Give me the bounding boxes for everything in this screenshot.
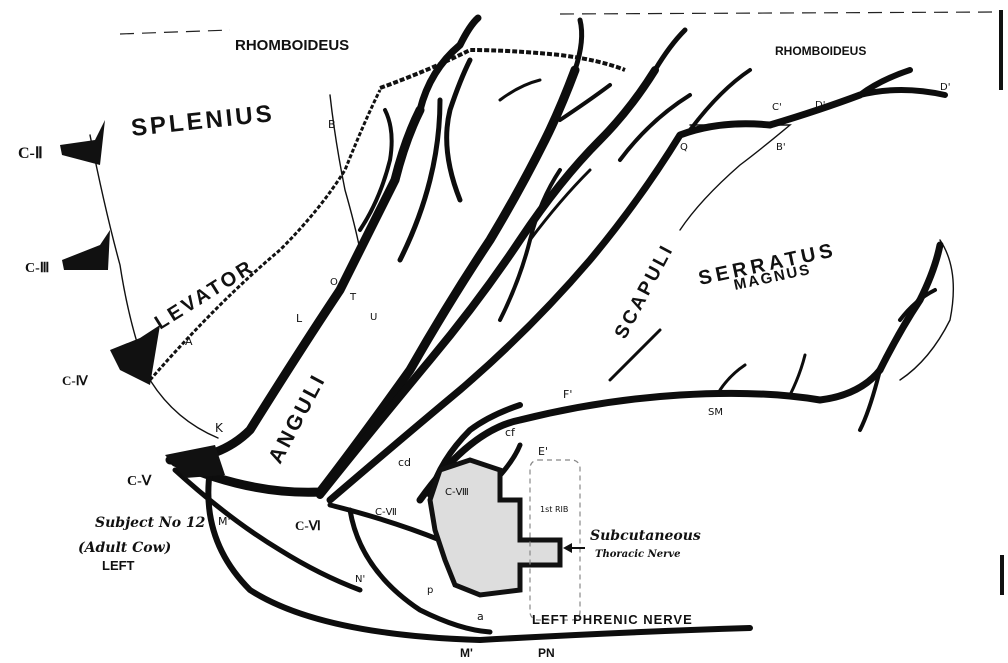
marker-a: a xyxy=(477,610,484,623)
marker-cd: cd xyxy=(398,456,411,469)
marker-T: T xyxy=(349,292,357,303)
subject-line3: LEFT xyxy=(102,558,135,573)
c5-label: C-Ⅴ xyxy=(127,474,152,489)
c7-label: C-Ⅶ xyxy=(375,507,397,518)
subject-line2: (Adult Cow) xyxy=(78,540,171,556)
c5-root-blob xyxy=(165,445,225,478)
marker-U: U xyxy=(370,312,377,323)
marker-E-prime: E' xyxy=(538,445,548,458)
subject-line1: Subject No 12 xyxy=(95,515,206,531)
subcutaneous-label-line2: Thoracic Nerve xyxy=(595,549,681,560)
marker-D-prime-2: D' xyxy=(940,82,950,93)
subcutaneous-label-line1: Subcutaneous xyxy=(590,528,701,544)
rhomboideus-right-label: RHOMBOIDEUS xyxy=(775,44,866,58)
marker-K: K xyxy=(215,421,224,435)
c4-root xyxy=(62,230,110,270)
phrenic-label: LEFT PHRENIC NERVE xyxy=(532,612,693,627)
marker-SM: SM xyxy=(708,407,723,418)
rhomboideus-border xyxy=(380,50,625,88)
splenius-label: SPLENIUS xyxy=(130,100,276,142)
marker-D-prime: D' xyxy=(815,100,825,111)
scapula-border-right xyxy=(680,125,790,230)
rhomboideus-left-label: RHOMBOIDEUS xyxy=(235,37,349,54)
marker-O: O xyxy=(330,277,338,288)
c3-label: C-Ⅲ xyxy=(25,261,49,276)
marker-L: L xyxy=(296,312,303,325)
marker-B: B xyxy=(328,118,336,131)
subcutaneous-thoracic-origin xyxy=(430,460,560,595)
c4-label: C-Ⅳ xyxy=(62,373,89,388)
scapuli-label: SCAPULI xyxy=(611,240,679,342)
subcutaneous-pointer-arrowhead xyxy=(563,543,572,553)
marker-M-prime: M' xyxy=(218,515,231,528)
marker-M-prime-bottom: M' xyxy=(460,646,473,660)
marker-B-prime: B' xyxy=(776,142,786,153)
c3-root xyxy=(60,120,105,165)
top-left-dashed-border xyxy=(120,30,230,34)
c-top-label: C-Ⅱ xyxy=(18,145,43,162)
marker-F-prime: F' xyxy=(563,388,572,401)
top-dashed-border xyxy=(560,12,1000,14)
marker-p: p xyxy=(427,585,433,596)
marker-Q: Q xyxy=(680,142,688,153)
c8-label: C-Ⅷ xyxy=(445,487,469,498)
marker-first-rib: 1st RIB xyxy=(540,505,568,514)
marker-N-prime: N' xyxy=(355,574,365,585)
marker-C-prime: C' xyxy=(772,102,782,113)
marker-PN: PN xyxy=(538,646,555,660)
marker-cf: cf xyxy=(505,426,516,439)
c6-label: C-Ⅵ xyxy=(295,518,321,533)
marker-A-levator: A xyxy=(185,335,193,348)
